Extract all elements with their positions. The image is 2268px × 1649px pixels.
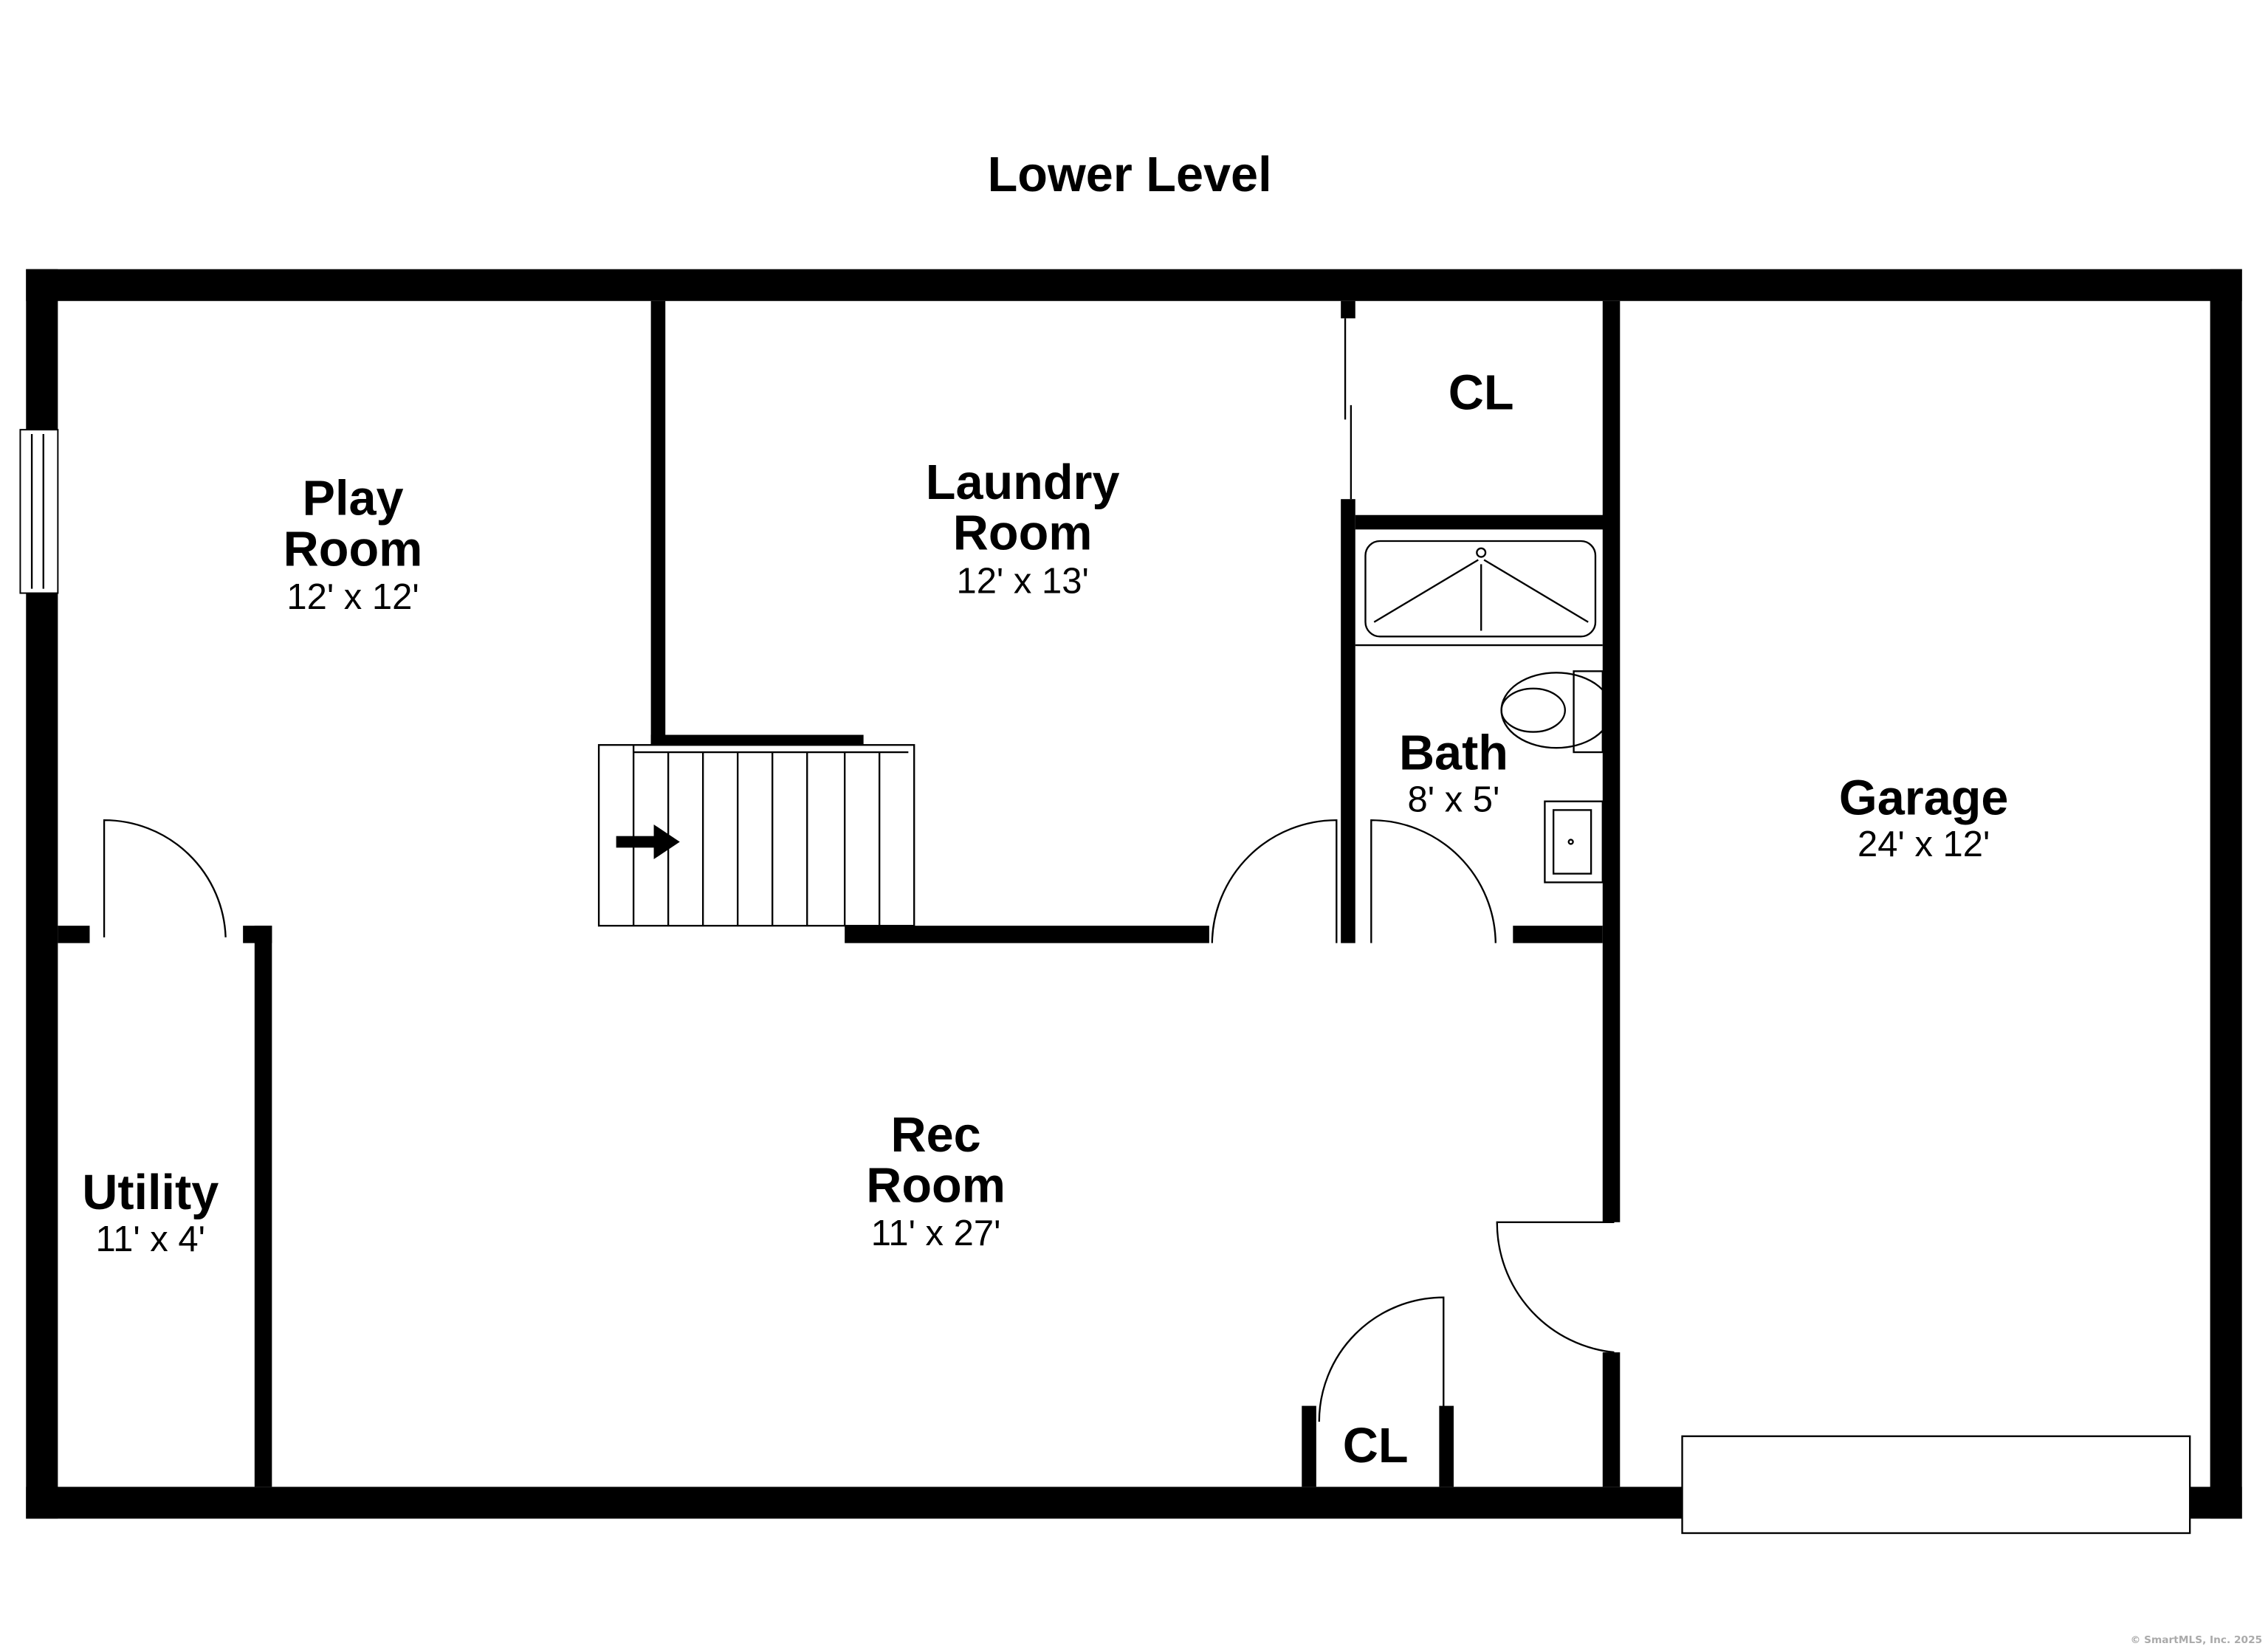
garage-door: [1681, 1435, 2191, 1535]
floor-title: Lower Level: [988, 148, 1272, 202]
svg-text:24' x 12': 24' x 12': [1858, 824, 1990, 864]
stairs: [597, 744, 915, 927]
room-closet-top: CL: [1449, 366, 1514, 421]
svg-text:12' x 13': 12' x 13': [956, 562, 1088, 602]
svg-text:Laundry: Laundry: [926, 455, 1120, 510]
svg-text:11' x 4': 11' x 4': [96, 1219, 205, 1259]
room-utility: Utility 11' x 4': [82, 1166, 219, 1259]
svg-text:Room: Room: [284, 522, 423, 576]
room-closet-bottom: CL: [1343, 1419, 1409, 1473]
room-laundry: Laundry Room 12' x 13': [926, 455, 1120, 601]
exterior-walls: [26, 269, 2242, 1519]
svg-text:12' x 12': 12' x 12': [286, 577, 419, 617]
svg-text:11' x 27': 11' x 27': [871, 1213, 1001, 1253]
svg-text:Room: Room: [953, 506, 1093, 561]
arrow-right-icon: [616, 824, 680, 860]
svg-text:Utility: Utility: [82, 1166, 219, 1220]
svg-text:Garage: Garage: [1839, 771, 2009, 825]
bath-fixtures: [1355, 540, 1612, 884]
watermark: © SmartMLS, Inc. 2025: [2131, 1634, 2262, 1646]
room-rec: Rec Room 11' x 27': [866, 1108, 1006, 1253]
svg-text:Rec: Rec: [890, 1108, 980, 1163]
svg-text:Play: Play: [303, 472, 404, 526]
room-play: Play Room 12' x 12': [284, 472, 423, 617]
interior-walls: [58, 300, 1621, 1487]
window: [19, 429, 59, 594]
svg-text:8' x 5': 8' x 5': [1408, 779, 1500, 819]
doors: [103, 819, 1615, 1422]
room-garage: Garage 24' x 12': [1839, 771, 2009, 864]
svg-text:Bath: Bath: [1399, 726, 1508, 781]
room-bath: Bath 8' x 5': [1399, 726, 1508, 820]
svg-text:Room: Room: [866, 1158, 1006, 1213]
